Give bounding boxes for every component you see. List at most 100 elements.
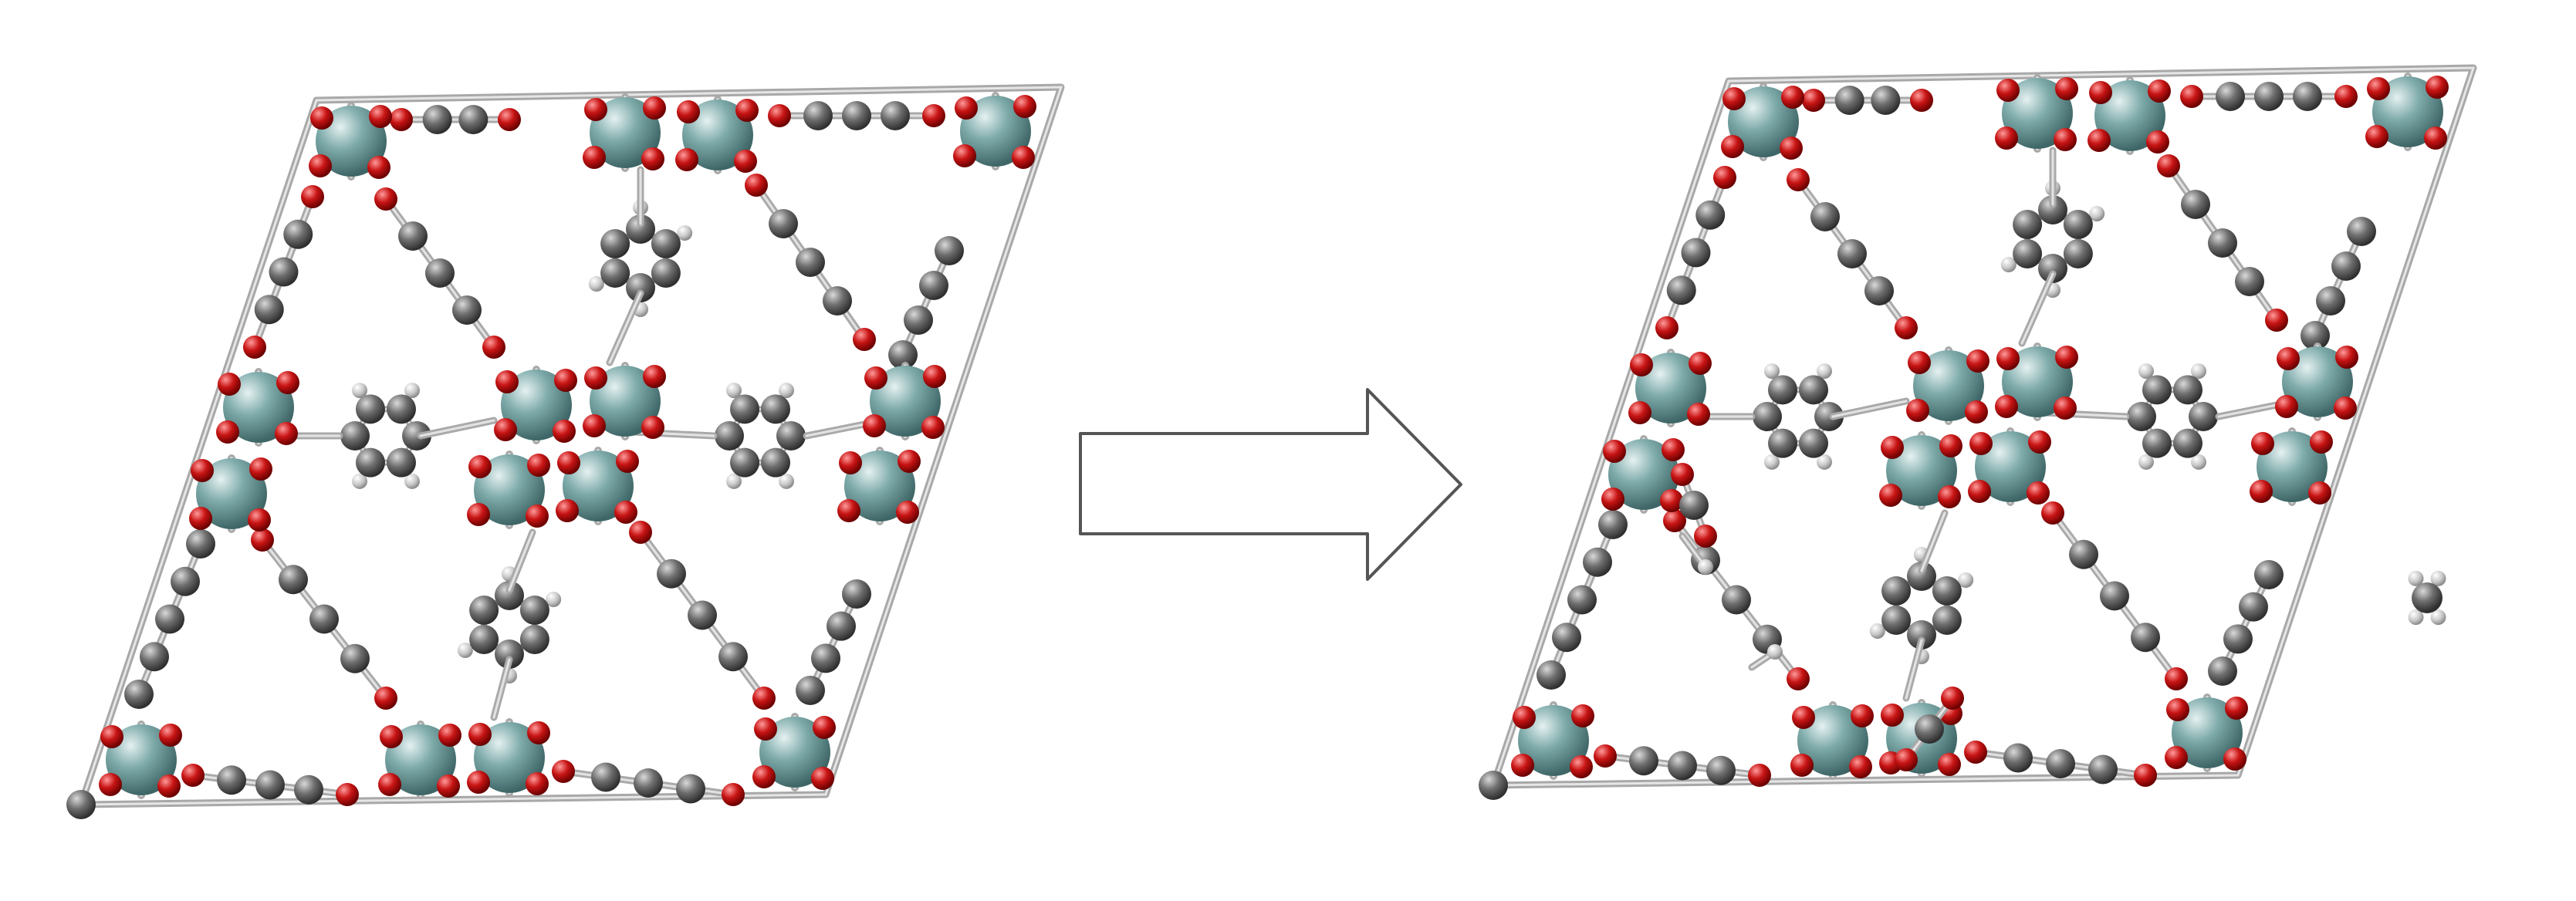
oxygen-atom [2334, 85, 2358, 108]
carbon-atom [730, 394, 759, 424]
oxygen-atom [157, 774, 181, 798]
oxygen-atom [1941, 687, 1964, 710]
oxygen-atom [367, 156, 390, 179]
carbon-atom [1768, 375, 1797, 405]
oxygen-atom [1790, 754, 1814, 777]
carbon-atom [2142, 375, 2172, 405]
oxygen-atom [1655, 316, 1678, 339]
carbon-atom [1881, 606, 1912, 635]
carbon-atom [1810, 202, 1840, 231]
oxygen-atom [380, 725, 403, 748]
right-structure-panel [1479, 64, 2477, 800]
oxygen-atom [189, 507, 212, 530]
oxygen-atom [629, 521, 652, 544]
oxygen-atom [921, 416, 945, 439]
zirconium-atom [759, 717, 830, 788]
oxygen-atom [482, 336, 505, 359]
oxygen-atom [813, 716, 836, 739]
carbon-atom [888, 340, 918, 370]
oxygen-atom [898, 450, 921, 473]
carbon-atom [881, 101, 910, 130]
zirconium-atom [2002, 346, 2073, 417]
oxygen-atom [643, 96, 666, 120]
carbon-atom [2254, 82, 2284, 111]
carbon-atom [600, 258, 630, 288]
carbon-atom [171, 566, 200, 596]
oxygen-atom [735, 99, 759, 122]
oxygen-atom [955, 96, 978, 120]
oxygen-atom [1603, 440, 1626, 463]
oxygen-atom [1748, 764, 1771, 787]
carbon-atom [254, 295, 284, 325]
oxygen-atom [754, 717, 777, 741]
carbon-atom [1768, 428, 1797, 458]
oxygen-atom [553, 420, 576, 443]
oxygen-atom [526, 772, 549, 795]
zirconium-atom [2172, 697, 2243, 768]
oxygen-atom [1012, 146, 1035, 169]
carbon-atom [294, 774, 323, 805]
oxygen-atom [811, 767, 834, 790]
carbon-atom [155, 604, 184, 634]
carbon-atom [279, 565, 308, 595]
carbon-atom [715, 421, 744, 450]
zirconium-atom [1728, 86, 1799, 157]
oxygen-atom [2334, 397, 2357, 420]
oxygen-atom [1787, 667, 1810, 690]
oxygen-atom [494, 418, 517, 441]
oxygen-atom [752, 765, 776, 788]
oxygen-atom [2367, 77, 2390, 100]
carbon-atom [1695, 200, 1726, 230]
unit-cell-frame [1489, 64, 2477, 789]
hydrogen-atom [2430, 570, 2446, 586]
carbon-atom [2173, 428, 2202, 458]
oxygen-atom [2250, 480, 2273, 503]
oxygen-atom [768, 104, 791, 127]
oxygen-atom [953, 144, 976, 167]
oxygen-atom [1694, 525, 1717, 548]
hydrogen-atom [2138, 454, 2154, 470]
zirconium-atom [2282, 346, 2353, 417]
oxygen-atom [2166, 698, 2189, 721]
carbon-atom [340, 643, 370, 673]
oxygen-atom [1965, 400, 1988, 424]
carbon-atom [1932, 606, 1962, 635]
bond-highlight [805, 423, 866, 437]
bond-highlight [2020, 272, 2054, 345]
carbon-atom [1932, 576, 1962, 606]
oxygen-atom [2041, 501, 2064, 525]
oxygen-atom [218, 373, 241, 396]
oxygen-atom [1630, 353, 1653, 376]
bond-highlight [1831, 400, 1908, 418]
carbon-atom [356, 394, 385, 424]
oxygen-atom [374, 687, 397, 710]
zirconium-atom [960, 96, 1031, 167]
carbon-atom [2316, 286, 2345, 316]
carbon-atom [269, 257, 299, 287]
zirconium-atom [1797, 705, 1868, 776]
oxygen-atom [495, 370, 519, 393]
carbon-atom [356, 447, 385, 477]
carbon-atom [730, 447, 759, 477]
zirconium-atom [590, 97, 661, 168]
oxygen-atom [896, 501, 919, 524]
zirconium-atom [501, 370, 572, 440]
left-structure-panel [66, 83, 1065, 819]
oxygen-atom [2054, 397, 2077, 420]
hydrogen-atom [2191, 454, 2206, 470]
oxygen-atom [745, 174, 768, 197]
hydrogen-atom [352, 383, 367, 399]
oxygen-atom [584, 366, 607, 390]
carbon-atom [2293, 82, 2322, 111]
oxygen-atom [1594, 744, 1617, 768]
oxygen-atom [1511, 754, 1534, 777]
carbon-atom [2331, 251, 2361, 281]
oxygen-atom [1671, 463, 1694, 486]
carbon-atom [1552, 623, 1581, 653]
oxygen-atom [1996, 347, 2020, 370]
carbon-atom [842, 101, 871, 130]
carbon-atom [1479, 771, 1508, 800]
carbon-atom [1536, 660, 1566, 690]
oxygen-atom [1910, 89, 1933, 112]
oxygen-atom [438, 724, 461, 747]
